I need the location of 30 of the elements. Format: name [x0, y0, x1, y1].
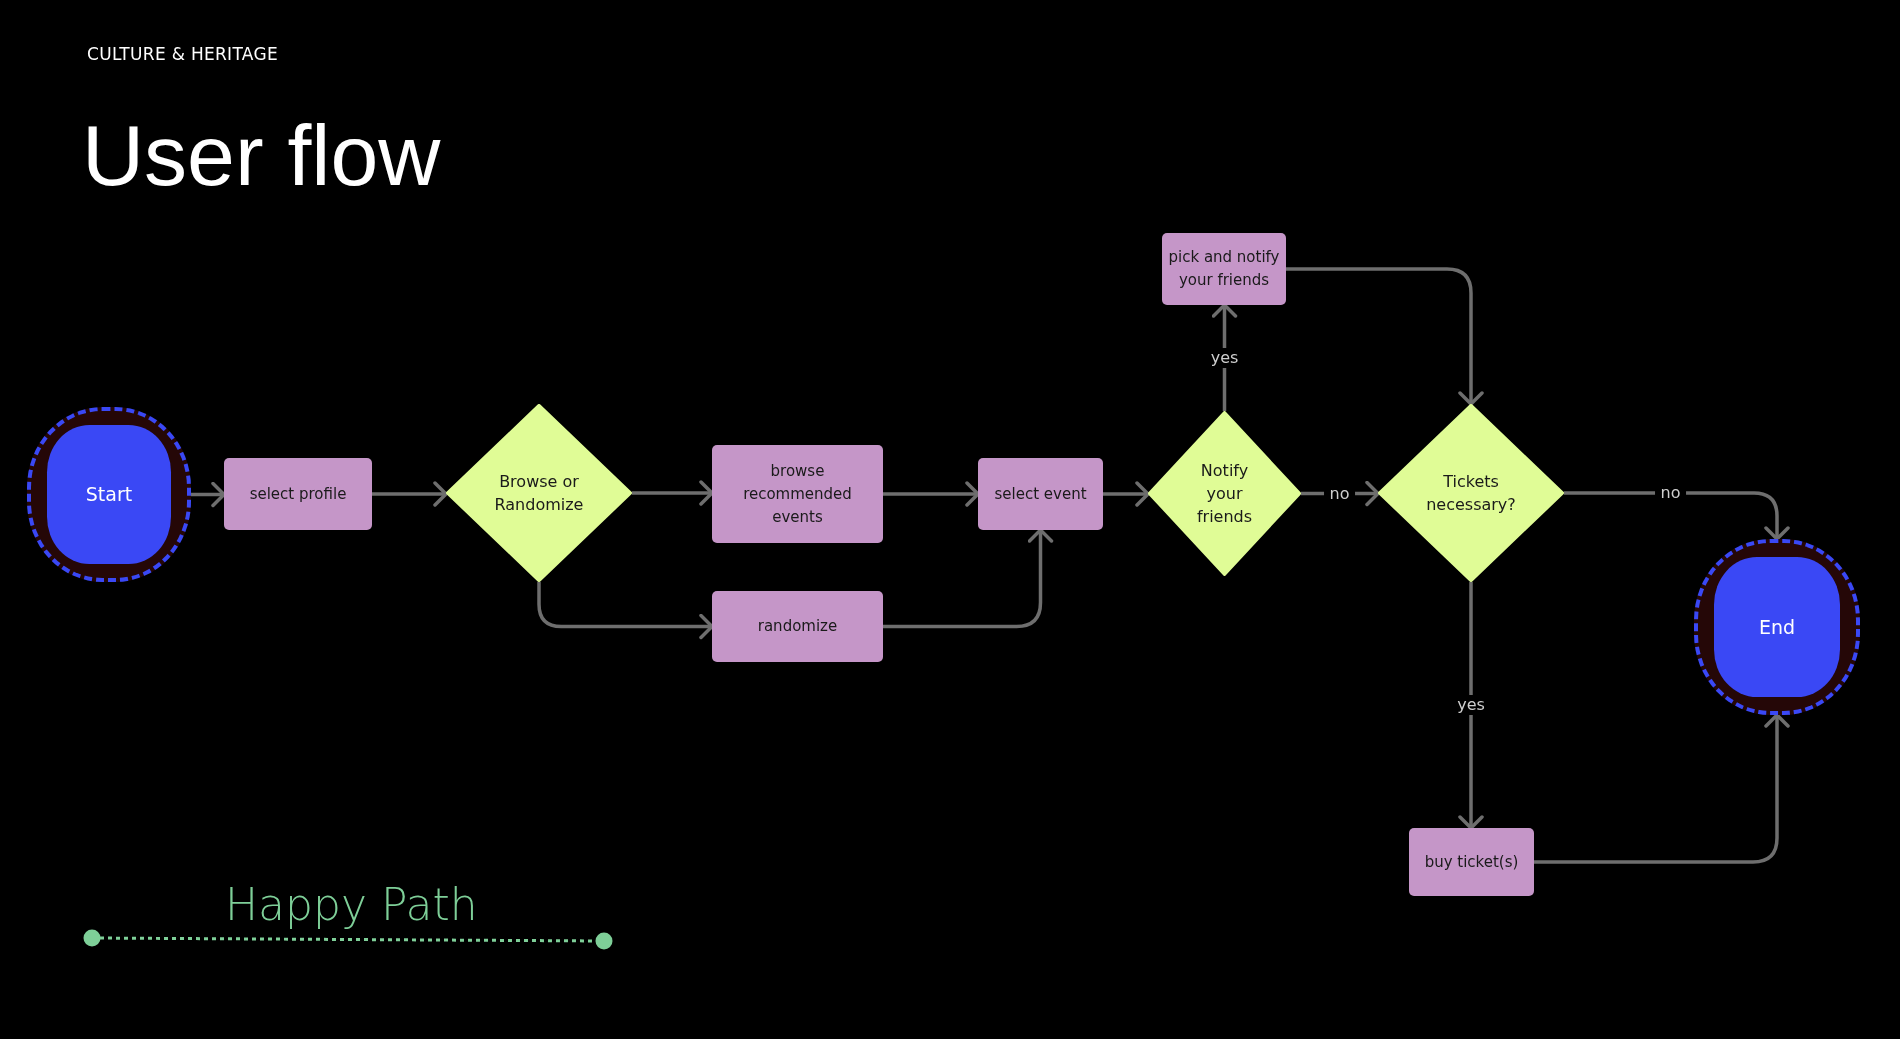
- arrow: [1458, 582, 1484, 830]
- arrow: [191, 481, 226, 508]
- step-label: buy ticket(s): [1423, 851, 1520, 873]
- page-title: User flow: [82, 106, 441, 205]
- arrow: [537, 582, 714, 640]
- process-box: [712, 591, 883, 662]
- terminal-label: End: [1758, 615, 1796, 639]
- arrow: [1103, 481, 1150, 507]
- step-label: pick and notify your friends: [1167, 247, 1281, 291]
- arrow: [883, 528, 1054, 629]
- step-label: browse recommended events: [742, 460, 853, 528]
- decision-label: Notify your friends: [1195, 460, 1254, 528]
- decision-label: Browse or Randomize: [493, 471, 585, 516]
- process-box: [978, 458, 1103, 530]
- terminal-label: Start: [85, 483, 133, 506]
- process-box: [1162, 233, 1286, 305]
- process-box: [224, 458, 372, 530]
- process-box: [1409, 828, 1534, 896]
- arrow: [1534, 713, 1790, 864]
- step-label: select profile: [248, 483, 348, 505]
- section-heading: CULTURE & HERITAGE: [87, 44, 278, 64]
- step-label: randomize: [756, 616, 839, 637]
- legend-label: Happy Path: [225, 880, 478, 930]
- arrow: [372, 481, 448, 507]
- process-box: [712, 445, 883, 543]
- decision-label: Tickets necessary?: [1425, 471, 1517, 516]
- step-label: select event: [993, 483, 1088, 505]
- arrow: [632, 480, 714, 506]
- arrow: [1286, 267, 1484, 406]
- arrow: [883, 481, 980, 507]
